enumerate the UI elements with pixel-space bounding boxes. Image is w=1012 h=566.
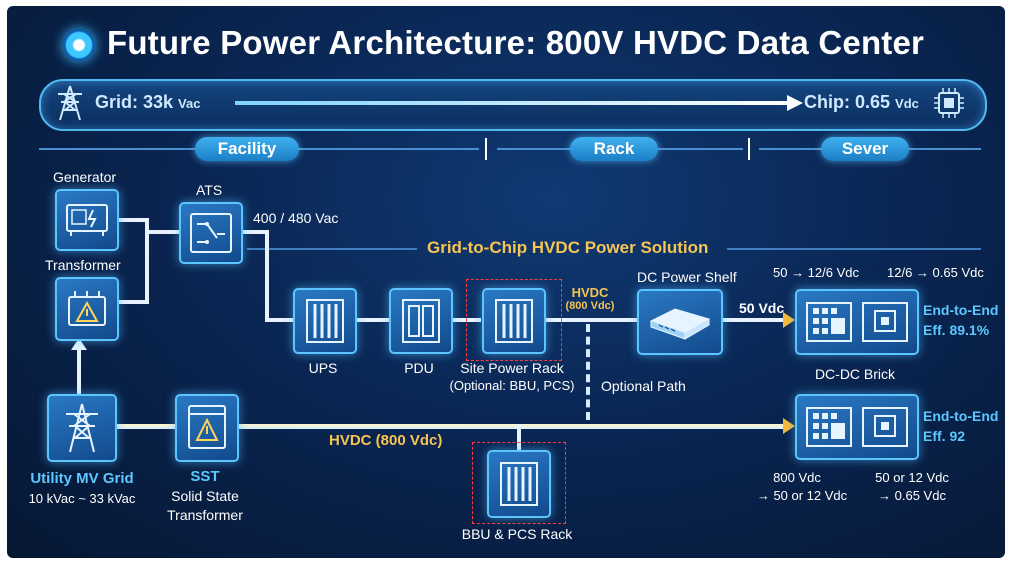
power-shelf-icon — [649, 308, 711, 340]
utility-up-wire — [77, 346, 81, 396]
efficiency-top-value: Eff. 89.1% — [923, 322, 990, 338]
diagram-canvas: Future Power Architecture: 800V HVDC Dat… — [7, 6, 1005, 558]
utility-grid-range: 10 kVac ~ 33 kVac — [28, 491, 136, 506]
to-server-top-arrow — [783, 312, 795, 328]
transformer-label: Transformer — [45, 257, 121, 273]
to-ups-wire — [265, 318, 295, 322]
efficiency-top-title: End-to-End — [923, 302, 999, 318]
dc-shelf-label: DC Power Shelf — [637, 269, 737, 285]
efficiency-bottom-value: Eff. 92 — [923, 428, 966, 444]
to-server-bottom-arrow — [783, 418, 795, 434]
pdu-icon — [402, 299, 440, 343]
pdu-label: PDU — [404, 360, 434, 376]
conversion-top-right: 12/6 → 0.65 Vdc — [887, 265, 984, 280]
ats-voltage-label: 400 / 480 Vac — [253, 210, 339, 226]
grid-to-chip-banner — [39, 79, 987, 131]
site-rack-sublabel: (Optional: BBU, PCS) — [449, 378, 575, 393]
bbu-rack-label: BBU & PCS Rack — [461, 526, 573, 542]
subtitle-rule-right — [727, 248, 981, 250]
merge-wire — [145, 218, 149, 304]
rack-icon — [306, 299, 344, 343]
optional-path-dashed — [586, 324, 590, 420]
bbu-rack-highlight — [472, 442, 566, 524]
efficiency-bottom-title: End-to-End — [923, 408, 999, 424]
xfmr-wire — [117, 300, 147, 304]
dc-power-shelf-node — [637, 289, 723, 355]
transformer-node — [55, 277, 119, 341]
transformer-icon — [68, 291, 106, 326]
ats-out-wire — [239, 230, 267, 234]
solution-subtitle: Grid-to-Chip HVDC Power Solution — [427, 238, 709, 257]
site-rack-highlight — [466, 279, 562, 361]
ats-label: ATS — [196, 182, 223, 198]
utility-grid-label: Utility MV Grid — [30, 470, 134, 487]
server-board-icon — [806, 407, 908, 447]
bbu-tap-wire — [517, 424, 521, 450]
section-facility: Facility — [195, 137, 299, 161]
conversion-bottom-left-1: 800 Vdc — [773, 470, 821, 485]
conversion-top-left: 50 → 12/6 Vdc — [773, 265, 859, 280]
grid-to-chip-arrow — [235, 101, 790, 105]
shelf-server-wire — [719, 318, 785, 322]
ups-node — [293, 288, 357, 354]
generator-node — [55, 189, 119, 251]
sst-icon — [188, 405, 226, 449]
ats-down-wire — [265, 230, 269, 322]
server-board-icon — [806, 302, 908, 342]
section-rack: Rack — [570, 137, 658, 161]
conversion-bottom-left-2: → 50 or 12 Vdc — [756, 488, 848, 503]
section-divider — [748, 138, 750, 160]
conversion-bottom-right-1: 50 or 12 Vdc — [875, 470, 949, 485]
dcdc-brick-label: DC-DC Brick — [814, 366, 896, 382]
section-server: Sever — [821, 137, 909, 161]
server-node-bottom — [795, 394, 919, 460]
sst-label: SST — [190, 468, 220, 485]
conversion-bottom-right-2: → 0.65 Vdc — [878, 488, 946, 503]
hvdc-main-cable — [113, 424, 783, 429]
rack-shelf-wire — [545, 318, 637, 322]
pdu-node — [389, 288, 453, 354]
ups-label: UPS — [308, 360, 338, 376]
sst-node — [175, 394, 239, 462]
hvdc-rack-sublabel: (800 Vdc) — [565, 300, 615, 312]
utility-grid-node — [47, 394, 117, 462]
subtitle-rule-left — [247, 248, 417, 250]
gen-wire — [117, 218, 147, 222]
rack-icon — [500, 462, 538, 506]
pdu-rack-wire — [449, 318, 481, 322]
page-title: Future Power Architecture: 800V HVDC Dat… — [107, 24, 925, 61]
chip-icon — [934, 88, 964, 118]
title-bullet-icon — [63, 29, 95, 61]
chip-voltage-label: Chip: 0.65 Vdc — [804, 92, 919, 112]
generator-icon — [66, 204, 108, 236]
sst-sublabel-2: Transformer — [167, 507, 243, 523]
sst-sublabel-1: Solid State — [171, 488, 239, 504]
generator-label: Generator — [53, 169, 117, 185]
power-tower-icon — [58, 85, 82, 121]
ups-pdu-wire — [353, 318, 391, 322]
hvdc-rack-label: HVDC — [571, 285, 609, 300]
hvdc-main-label: HVDC (800 Vdc) — [329, 432, 443, 449]
server-node-top — [795, 289, 919, 355]
utility-up-arrowhead — [71, 338, 87, 350]
rack-icon — [495, 299, 533, 343]
grid-to-chip-arrowhead — [787, 95, 803, 111]
switch-icon — [190, 213, 232, 253]
site-rack-label: Site Power Rack — [460, 360, 564, 376]
power-tower-icon — [66, 403, 98, 453]
grid-voltage-label: Grid: 33k Vac — [95, 92, 201, 112]
shelf-output-label: 50 Vdc — [739, 300, 785, 316]
to-ats-wire — [145, 230, 179, 234]
section-divider — [485, 138, 487, 160]
bbu-pcs-rack-node — [487, 450, 551, 518]
ats-node — [179, 202, 243, 264]
site-power-rack-node — [482, 288, 546, 354]
optional-path-label: Optional Path — [601, 378, 686, 394]
